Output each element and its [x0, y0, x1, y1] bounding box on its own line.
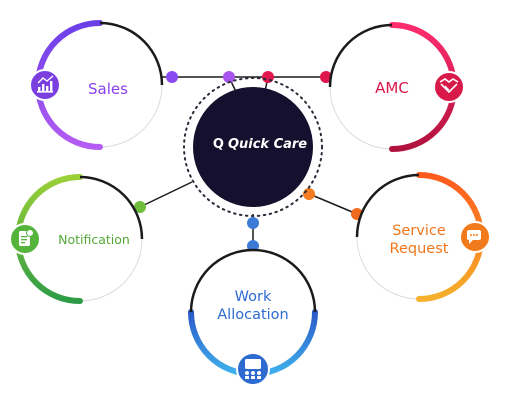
service-request-label: Service Request — [376, 222, 462, 258]
work-allocation-line-2: Allocation — [217, 307, 289, 323]
amc-label: AMC — [375, 79, 409, 97]
connector-dot — [247, 217, 259, 229]
connector-dot — [303, 188, 315, 200]
connector-dot — [134, 201, 146, 213]
connector-notification-hub — [139, 181, 193, 208]
hub-dotted-ring — [183, 77, 323, 217]
hub-name: Quick Care — [227, 136, 308, 152]
node-work-allocation — [188, 248, 318, 386]
work-allocation-label: Work Allocation — [206, 288, 300, 324]
node-service-request — [355, 172, 491, 302]
handshake-icon — [433, 71, 465, 103]
chart-icon — [29, 69, 61, 101]
work-allocation-line-1: Work — [234, 289, 272, 305]
node-notification — [9, 174, 144, 304]
hub-circle — [193, 87, 313, 207]
connector-dot — [320, 71, 332, 83]
service-request-line-1: Service — [392, 223, 446, 239]
hub-label: Q Quick Care — [200, 132, 320, 156]
connector-dot — [223, 71, 235, 83]
connector-dot — [166, 71, 178, 83]
notification-label: Notification — [58, 232, 130, 247]
quick-care-logo-icon: Q — [212, 136, 224, 152]
node-amc — [328, 22, 465, 152]
connector-service-hub — [306, 192, 358, 215]
sales-label: Sales — [88, 80, 128, 98]
node-sales — [29, 20, 164, 150]
service-request-line-2: Request — [389, 241, 449, 257]
